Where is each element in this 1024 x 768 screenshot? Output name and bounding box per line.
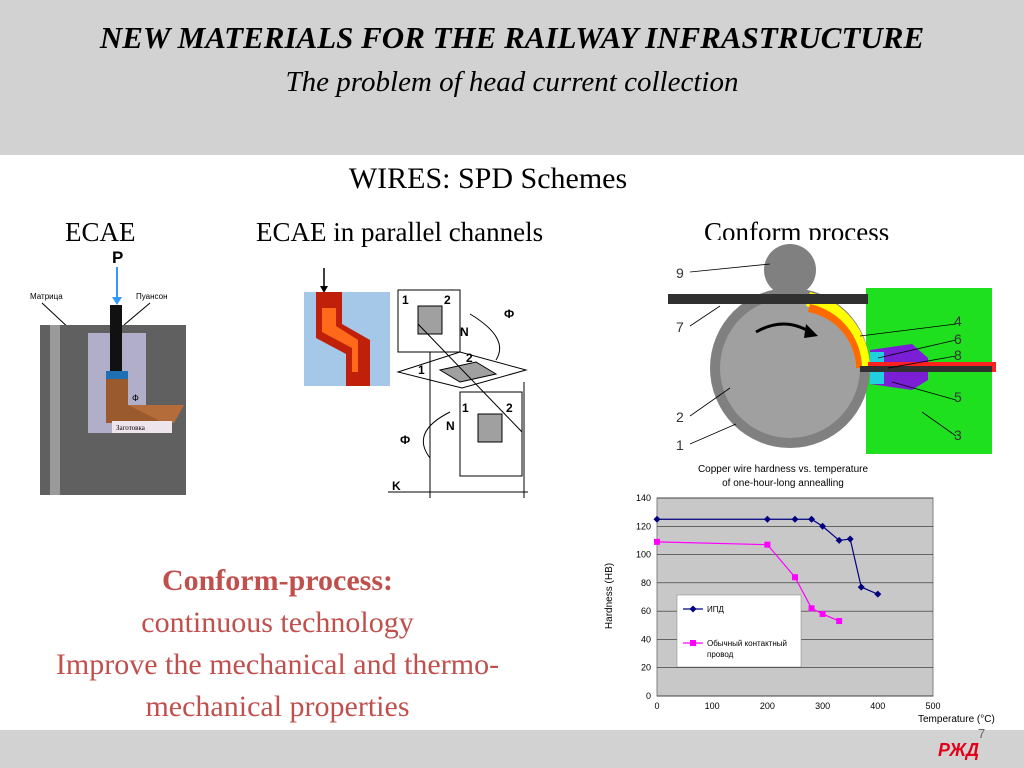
par-label-1b: 1	[418, 363, 425, 377]
notes-line-1: continuous technology	[141, 606, 414, 639]
conform-diagram: 9 7 2 1 4 6 8 5 3	[660, 240, 996, 460]
chart-y-tick-label: 0	[646, 691, 651, 701]
conform-label-5: 5	[954, 389, 962, 405]
notes-line-2: Improve the mechanical and thermo-	[55, 648, 500, 681]
legend-label: провод	[707, 650, 734, 659]
conform-label-4: 4	[954, 313, 962, 329]
chart-point	[819, 522, 827, 530]
die-label: Матрица	[30, 292, 63, 301]
slide-title: NEW MATERIALS FOR THE RAILWAY INFRASTRUC…	[99, 20, 925, 55]
chart-y-tick-label: 40	[641, 634, 651, 644]
conform-label-8: 8	[954, 347, 962, 363]
chart-point	[808, 515, 816, 523]
chart-point	[792, 574, 798, 581]
notes-heading: Conform-process:	[161, 564, 394, 597]
par-label-n: N	[460, 325, 469, 339]
chart-point	[819, 610, 826, 617]
chart-point	[846, 535, 854, 543]
force-label: P	[112, 248, 123, 267]
par-label-2: 2	[444, 293, 451, 307]
chart-y-tick-label: 20	[641, 663, 651, 673]
chart-point	[654, 538, 660, 545]
chart-y-tick-label: 100	[636, 550, 651, 560]
legend-marker	[689, 605, 697, 613]
ecae-parallel-diagram: 1 2 Ф N 2 1 1 2 N Ф K	[304, 268, 528, 498]
conform-label-7: 7	[676, 319, 684, 335]
par-label-2c: 2	[506, 401, 513, 415]
chart-x-tick-label: 100	[705, 701, 720, 711]
legend-label: Обычный контактный	[707, 639, 787, 648]
legend-marker	[690, 640, 696, 646]
chart-y-tick-label: 120	[636, 521, 651, 531]
conform-label-9: 9	[676, 265, 684, 281]
chart-x-tick-label: 200	[760, 701, 775, 711]
chart-point	[874, 590, 882, 598]
chart-point	[857, 583, 865, 591]
conform-notes: Conform-process: continuous technology I…	[0, 560, 555, 728]
ecae-diagram: P Матрица Пуансон Заготовка Ф	[28, 245, 198, 495]
legend-label: ИПД	[707, 605, 725, 614]
chart-point	[808, 605, 815, 612]
conform-label-3: 3	[954, 427, 962, 443]
par-label-1: 1	[402, 293, 409, 307]
chart-point	[763, 515, 771, 523]
hardness-chart-svg: Copper wire hardness vs. temperature of …	[604, 464, 995, 725]
par-label-k: K	[392, 479, 401, 493]
par-label-phi: Ф	[504, 307, 514, 321]
par-label-phi2: Ф	[400, 433, 410, 447]
scheme-label-ecae: ECAE	[65, 217, 136, 247]
chart-point	[791, 515, 799, 523]
chart-y-tick-label: 60	[641, 606, 651, 616]
slide-subtitle: The problem of head current collection	[285, 66, 739, 98]
conform-label-1: 1	[676, 437, 684, 453]
par-label-1c: 1	[462, 401, 469, 415]
par-label-2b: 2	[466, 351, 473, 365]
chart-x-tick-label: 400	[870, 701, 885, 711]
chart-x-tick-label: 0	[654, 701, 659, 711]
chart-title-line-1: Copper wire hardness vs. temperature	[698, 464, 869, 475]
chart-x-tick-label: 500	[925, 701, 940, 711]
rzd-logo: РЖД	[938, 740, 979, 760]
rzd-logo-text: РЖД	[938, 740, 979, 760]
chart-point	[836, 618, 843, 625]
chart-point	[764, 541, 771, 548]
conform-label-6: 6	[954, 331, 962, 347]
footer-bar	[0, 730, 1024, 768]
chart-y-tick-label: 140	[636, 493, 651, 503]
chart-x-tick-label: 300	[815, 701, 830, 711]
punch-label: Пуансон	[136, 292, 167, 301]
chart-point	[835, 536, 843, 544]
chart-y-tick-label: 80	[641, 578, 651, 588]
chart-title-line-2: of one-hour-long annealling	[722, 478, 844, 489]
chart-legend	[676, 594, 802, 668]
chart-point	[653, 515, 661, 523]
section-title: WIRES: SPD Schemes	[348, 162, 628, 195]
slide-number: 7	[978, 726, 986, 741]
chart-x-axis-label: Temperature (°C)	[918, 714, 995, 725]
par-label-n2: N	[446, 419, 455, 433]
billet-label: Заготовка	[116, 424, 146, 432]
conform-label-2: 2	[676, 409, 684, 425]
hardness-chart: Copper wire hardness vs. temperature of …	[596, 458, 1024, 730]
header-bar: NEW MATERIALS FOR THE RAILWAY INFRASTRUC…	[0, 0, 1024, 155]
notes-line-3: mechanical properties	[145, 690, 410, 723]
chart-y-axis-label: Hardness (HB)	[604, 563, 615, 629]
scheme-label-ecae-parallel: ECAE in parallel channels	[256, 217, 544, 247]
angle-label: Ф	[132, 393, 139, 403]
